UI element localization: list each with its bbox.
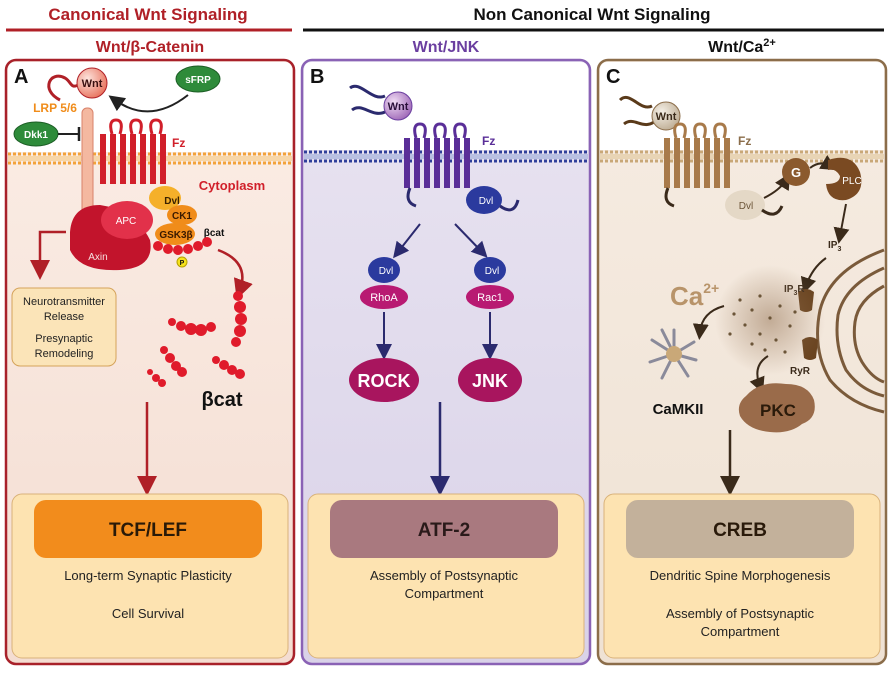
dvl-protein-b	[466, 186, 502, 214]
dvl-left-protein	[368, 257, 400, 283]
ip3-label: IP3	[828, 240, 841, 253]
pkc-enzyme	[738, 383, 815, 433]
fz-label-b: Fz	[482, 134, 495, 148]
tcf-lef-label: TCF/LEF	[109, 520, 187, 541]
wnt-ligand-c	[651, 101, 681, 131]
dvl-label-b: Dvl	[479, 196, 493, 207]
rhoa-protein	[360, 285, 408, 309]
bcat-large-label: βcat	[201, 389, 242, 411]
calcium-particles	[728, 294, 797, 354]
panel-a-outcome-2: Cell Survival	[112, 606, 184, 621]
canonical-header: Canonical Wnt Signaling	[48, 5, 247, 24]
g-protein-label: G	[791, 165, 801, 180]
ryr-label: RyR	[790, 366, 811, 377]
non-canonical-header: Non Canonical Wnt Signaling	[473, 5, 710, 24]
jnk-protein	[458, 358, 522, 402]
panel-c-outcome-1: Dendritic Spine Morphogenesis	[650, 568, 831, 583]
panel-b: B Wnt Fz Dvl Dvl RhoA ROCK Dvl Rac	[300, 58, 592, 666]
camkii-holoenzyme	[648, 328, 698, 380]
g-protein	[782, 158, 810, 186]
panel-b-letter: B	[310, 66, 324, 88]
fz-label-a: Fz	[172, 136, 185, 150]
apc-protein	[101, 201, 153, 239]
frizzled-receptor-c	[664, 122, 730, 188]
apc-label: APC	[116, 216, 137, 227]
neurotransmitter-note-box	[11, 287, 117, 367]
dvl-right-label: Dvl	[485, 266, 499, 277]
sfrp-label: sFRP	[185, 75, 211, 86]
rac1-label: Rac1	[477, 292, 503, 304]
dvl-left-label: Dvl	[379, 266, 393, 277]
panel-a: A Wnt sFRP LRP 5/6 Dkk1 Fz Cytoplasm	[4, 58, 296, 666]
bcat-small-label: βcat	[204, 228, 225, 239]
fz-label-c: Fz	[738, 134, 751, 148]
calcium-cloud	[715, 265, 825, 375]
calcium-label: Ca2+	[670, 280, 719, 311]
rac1-protein	[466, 285, 514, 309]
panel-b-outcome-2: Compartment	[405, 586, 484, 601]
dvl-protein-c	[725, 190, 765, 220]
phosphate-label: P	[180, 260, 185, 267]
panel-b-subtitle: Wnt/JNK	[413, 39, 480, 56]
cytoplasm-label: Cytoplasm	[199, 178, 265, 193]
plc-enzyme	[826, 157, 862, 201]
dvl-label-a: Dvl	[164, 196, 180, 207]
panel-b-outcome-1: Assembly of Postsynaptic	[370, 568, 519, 583]
panel-a-outcome-1: Long-term Synaptic Plasticity	[64, 568, 232, 583]
dvl-label-c: Dvl	[739, 201, 753, 212]
rock-label: ROCK	[358, 371, 411, 391]
creb-target	[626, 500, 854, 558]
lrp-label: LRP 5/6	[33, 101, 77, 115]
free-bcat-chains	[147, 291, 247, 387]
note-line-1: Neurotransmitter	[23, 296, 105, 308]
wnt-label-b: Wnt	[388, 101, 409, 113]
panel-c-outcome-2: Assembly of Postsynaptic	[666, 606, 815, 621]
gsk3b-label: GSK3β	[159, 230, 192, 241]
tcf-lef-target	[34, 500, 262, 558]
bcat-chain-a	[153, 237, 212, 255]
frizzled-receptor-b	[404, 122, 470, 188]
atf2-label: ATF-2	[418, 520, 470, 541]
ck1-protein	[167, 205, 197, 225]
rhoa-label: RhoA	[370, 292, 398, 304]
frizzled-receptor-a	[100, 118, 166, 184]
plc-label: PLC	[842, 176, 861, 187]
wnt-label-c: Wnt	[656, 111, 677, 123]
panel-c-outcome-3: Compartment	[701, 624, 780, 639]
note-line-3: Presynaptic	[35, 333, 93, 345]
wnt-ligand-b	[383, 91, 413, 121]
pkc-label: PKC	[760, 401, 796, 420]
sfrp-protein	[175, 65, 221, 93]
panel-c-letter: C	[606, 66, 620, 88]
gsk3b-protein	[155, 223, 195, 245]
dvl-protein-a	[149, 186, 181, 210]
camkii-label: CaMKII	[653, 401, 704, 418]
rock-protein	[349, 358, 419, 402]
axin-label: Axin	[88, 252, 107, 263]
jnk-label: JNK	[472, 371, 508, 391]
note-line-2: Release	[44, 311, 84, 323]
dkk1-label: Dkk1	[24, 130, 48, 141]
panel-a-subtitle: Wnt/β-Catenin	[96, 39, 204, 56]
wnt-label-a: Wnt	[82, 78, 103, 90]
panel-a-letter: A	[14, 66, 28, 88]
panel-c-subtitle: Wnt/Ca2+	[708, 37, 776, 56]
atf2-target	[330, 500, 558, 558]
ck1-label: CK1	[172, 211, 192, 222]
wnt-ligand-a	[76, 67, 108, 99]
panel-c: C Wnt Fz Dvl G PLC IP3	[596, 58, 888, 666]
dvl-right-protein	[474, 257, 506, 283]
creb-label: CREB	[713, 520, 767, 541]
note-line-4: Remodeling	[35, 348, 94, 360]
phosphate-marker	[176, 256, 188, 268]
